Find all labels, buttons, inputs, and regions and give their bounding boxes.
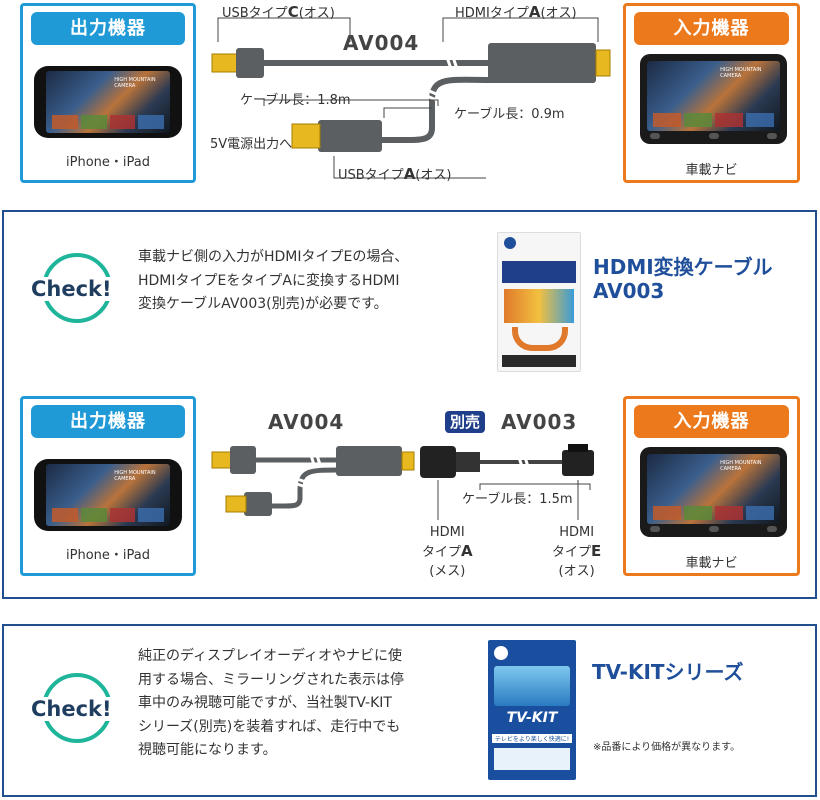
price-note: ※品番により価格が異なります。 xyxy=(593,742,741,753)
middle-car-navi-image: HIGH MOUNTAIN CAMERA xyxy=(640,447,787,537)
car-navi-image: HIGH MOUNTAIN CAMERA xyxy=(640,54,787,144)
input-device-box: 入力機器 HIGH MOUNTAIN CAMERA 車載ナビ xyxy=(623,3,800,183)
av003-package-image xyxy=(497,232,581,372)
av003-product-title: HDMI変換ケーブル AV003 xyxy=(593,255,773,303)
av004-cable-diagram xyxy=(211,17,611,179)
middle-input-device-caption: 車載ナビ xyxy=(685,556,738,571)
middle-output-device-caption: iPhone・iPad xyxy=(66,548,150,563)
input-device-title: 入力機器 xyxy=(634,12,789,45)
top-model-label: AV004 xyxy=(343,31,420,55)
check-section-1 xyxy=(2,210,817,599)
av004-av003-cable-diagram xyxy=(211,444,594,520)
output-device-caption: iPhone・iPad xyxy=(66,155,150,170)
middle-av003-label: AV003 xyxy=(501,410,578,434)
usb-a-label: USBタイプA(オス) xyxy=(338,165,452,183)
middle-av004-label: AV004 xyxy=(268,410,345,434)
sold-separately-badge: 別売 xyxy=(445,411,486,433)
middle-input-device-title: 入力機器 xyxy=(634,405,789,438)
check-section-2 xyxy=(2,624,817,797)
hdmi-type-e-male-label: HDMI タイプE (オス) xyxy=(552,525,602,579)
middle-input-device-box: 入力機器 HIGH MOUNTAIN CAMERA 車載ナビ xyxy=(623,396,800,576)
hdmi-type-a-female-label: HDMI タイプA (メス) xyxy=(422,525,473,579)
input-device-caption: 車載ナビ xyxy=(685,163,738,178)
tv-kit-package-image: TV-KIT テレビをより楽しく快適に! xyxy=(488,640,576,780)
check-text-1: Check! xyxy=(29,277,114,301)
cable-length-1: ケーブル長：1.8m xyxy=(240,93,351,108)
cable-length-2: ケーブル長：0.9m xyxy=(454,107,565,122)
output-device-box: 出力機器 HIGH MOUNTAIN CAMERA iPhone・iPad xyxy=(20,3,196,183)
check1-description: 車載ナビ側の入力がHDMIタイプEの場合、 HDMIタイプEをタイプAに変換する… xyxy=(138,249,409,312)
usb-c-label: USBタイプC(オス) xyxy=(222,3,335,21)
tv-kit-package-title: TV-KIT xyxy=(506,710,558,726)
tv-kit-package-tagline: テレビをより楽しく快適に! xyxy=(492,734,572,743)
middle-iphone-image: HIGH MOUNTAIN CAMERA xyxy=(34,459,182,531)
middle-output-device-title: 出力機器 xyxy=(31,405,185,438)
tv-kit-product-title: TV-KITシリーズ xyxy=(592,660,744,684)
middle-cable-length: ケーブル長：1.5m xyxy=(462,492,573,507)
output-device-title: 出力機器 xyxy=(31,12,185,45)
check2-description: 純正のディスプレイオーディオやナビに使 用する場合、ミラーリングされた表示は停 … xyxy=(138,648,404,758)
check-text-2: Check! xyxy=(29,697,114,721)
power-output-label: 5V電源出力へ xyxy=(210,137,293,152)
middle-output-device-box: 出力機器 HIGH MOUNTAIN CAMERA iPhone・iPad xyxy=(20,396,196,576)
iphone-image: HIGH MOUNTAIN CAMERA xyxy=(34,66,182,138)
hdmi-a-label: HDMIタイプA(オス) xyxy=(455,3,577,21)
